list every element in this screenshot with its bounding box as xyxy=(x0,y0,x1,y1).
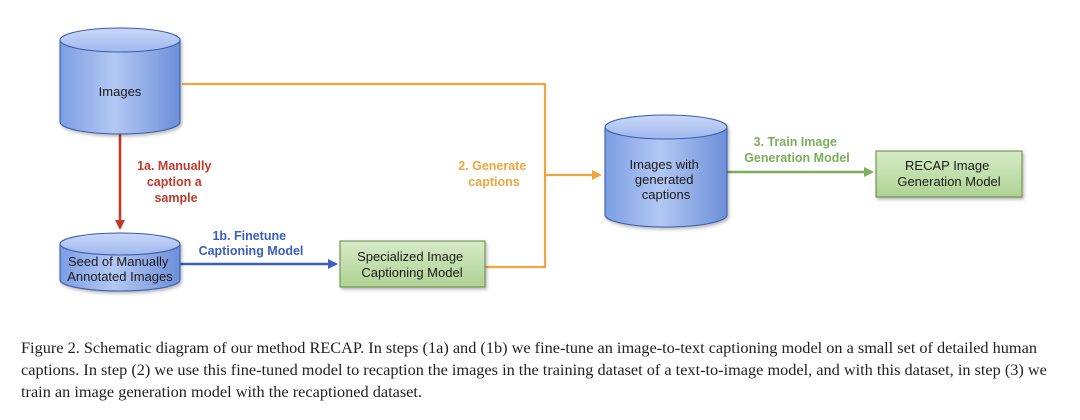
node-specialized-model-label: Specialized Image Captioning Model xyxy=(357,249,467,280)
node-specialized-model-box xyxy=(339,240,486,288)
recap-schematic-diagram: Images Seed of Manually Annotated Images… xyxy=(59,27,1023,292)
node-images-with-captions-label: Images with generated captions xyxy=(630,157,703,202)
figure-caption: Figure 2. Schematic diagram of our metho… xyxy=(21,338,1047,401)
node-seed-cylinder xyxy=(59,232,181,292)
node-seed-label: Seed of Manually Annotated Images xyxy=(67,254,173,284)
node-recap-model-label: RECAP Image Generation Model xyxy=(897,158,1000,189)
edge-label-1b: 1b. Finetune Captioning Model xyxy=(199,229,304,258)
edge-label-1a: 1a. Manually caption a sample xyxy=(137,159,215,205)
edge-label-3: 3. Train Image Generation Model xyxy=(744,135,850,165)
node-images-cylinder xyxy=(59,27,181,135)
edge-label-2: 2. Generate captions xyxy=(458,159,530,189)
node-images-with-captions-cylinder xyxy=(604,114,728,228)
edge-generate-captions xyxy=(182,82,602,269)
node-images-label: Images xyxy=(99,84,142,99)
node-recap-model-box xyxy=(875,150,1023,198)
